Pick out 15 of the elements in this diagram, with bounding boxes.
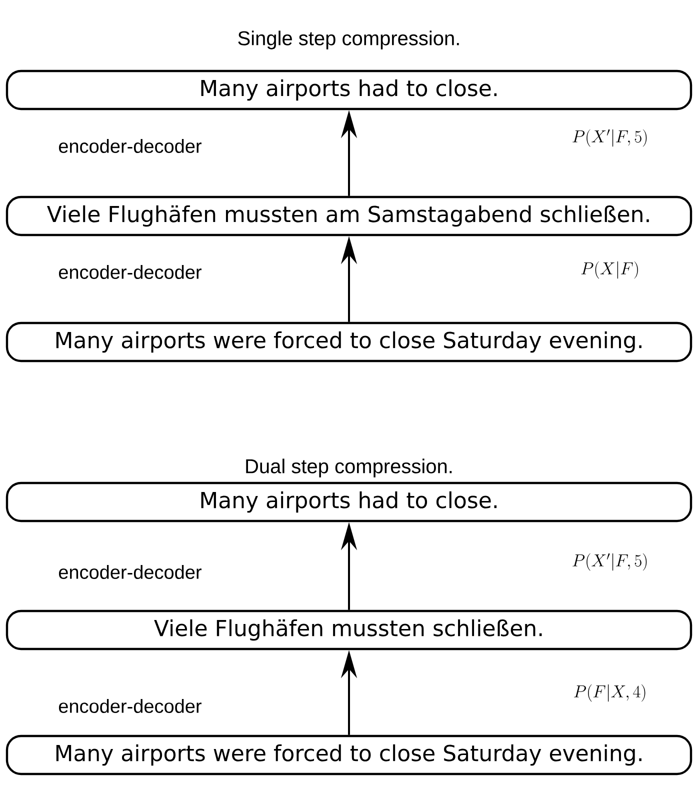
sentence-box: Many airports had to close. — [6, 70, 692, 110]
sentence-box: Many airports were forced to close Saturday evening. — [6, 734, 692, 776]
sentence-box: Many airports had to close. — [6, 482, 692, 522]
probability-formula: $P(X|F)$ — [581, 261, 638, 279]
sentence-box: Viele Flughäfen mussten schließen. — [6, 610, 692, 650]
probability-formula: $P(X'|F,5)$ — [572, 129, 647, 147]
sentence-box: Many airports were forced to close Saturday evening. — [6, 322, 692, 362]
model-label: encoder-decoder — [58, 139, 202, 153]
sentence-box: Viele Flughäfen mussten am Samstagabend schließen. — [6, 196, 692, 236]
model-label: encoder-decoder — [58, 699, 202, 713]
model-label: encoder-decoder — [58, 565, 202, 579]
probability-formula: $P(X'|F,5)$ — [572, 553, 647, 571]
probability-formula: $P(F|X,4)$ — [574, 684, 646, 702]
heading: Single step compression. — [238, 30, 459, 50]
model-label: encoder-decoder — [58, 265, 202, 279]
